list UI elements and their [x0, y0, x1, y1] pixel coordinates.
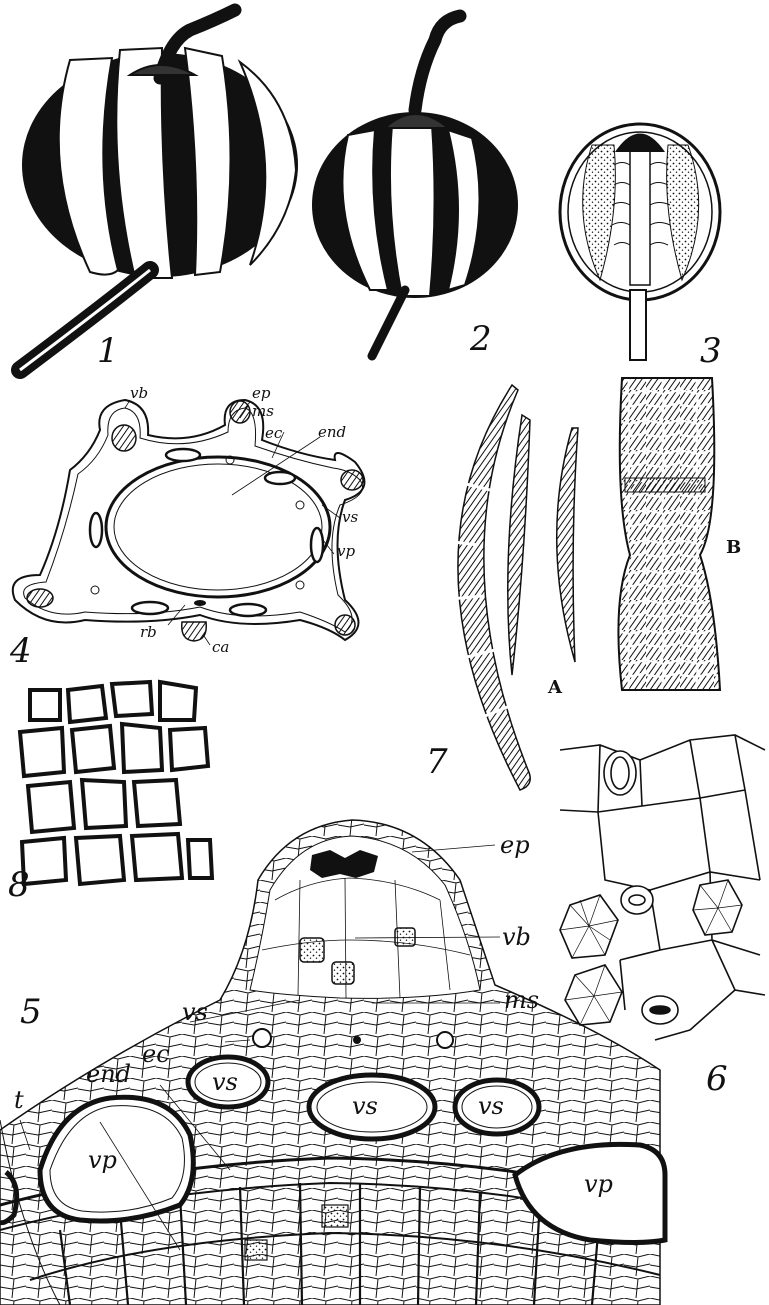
fig8-parenchyma [20, 682, 212, 884]
fig4-label-ec: ec [265, 424, 283, 442]
fig7-label-A: A [547, 677, 563, 698]
fig1-number: 1 [97, 331, 119, 371]
fig5-number: 5 [20, 992, 42, 1032]
fig4-label-ms: ms [252, 402, 274, 420]
fig4-transverse-section [13, 400, 365, 645]
fig4-label-rb: rb [140, 623, 157, 641]
fig5-label-vp-2: vp [584, 1170, 613, 1198]
fig6-number: 6 [706, 1059, 728, 1099]
fig5-label-t: t [14, 1086, 24, 1114]
fig7-number: 7 [426, 742, 448, 782]
fig5-label-ec: ec [142, 1040, 170, 1068]
fig5-label-ep: ep [500, 831, 530, 859]
fig4-label-vb: vb [130, 384, 148, 402]
fig3-fruit-section [560, 124, 720, 360]
fig4-label-ca: ca [212, 638, 229, 656]
fig4-number: 4 [9, 631, 32, 671]
fig1-fruit [20, 10, 298, 370]
fig4-label-ep: ep [252, 384, 271, 402]
fig5-label-ms: ms [504, 986, 539, 1014]
fig5-label-vb: vb [502, 923, 531, 951]
fig8-number: 8 [8, 865, 30, 905]
fig5-label-vs-3: vs [478, 1092, 504, 1120]
fig4-label-end: end [318, 423, 346, 441]
fig5-label-vs: vs [182, 998, 208, 1026]
fig4-label-vs: vs [342, 508, 358, 526]
fig5-label-vs-2: vs [352, 1092, 378, 1120]
fig6-epidermis [560, 735, 765, 1040]
fig4-label-vp: vp [337, 542, 355, 560]
fig5-label-end: end [86, 1060, 131, 1088]
fig3-number: 3 [700, 331, 722, 371]
fig2-number: 2 [469, 319, 492, 359]
fig2-fruit [312, 16, 518, 356]
fig7-label-B: B [726, 537, 741, 558]
fig7-fibres-A [438, 385, 578, 790]
fig5-label-vp-1: vp [88, 1146, 117, 1174]
fig7-cells-B [618, 378, 720, 690]
fig5-label-vs-1: vs [212, 1068, 238, 1096]
